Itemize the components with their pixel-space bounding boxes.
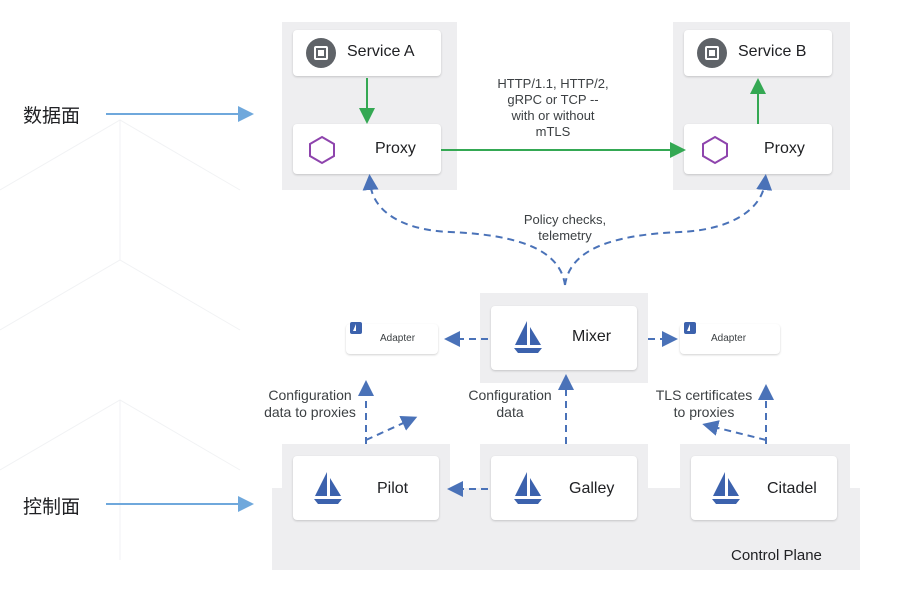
pilot-card: Pilot <box>293 456 439 520</box>
istio-sail-icon <box>514 472 542 504</box>
control-plane-side-label: 控制面 <box>23 496 81 518</box>
tls-label: TLS certificates to proxies <box>655 387 753 420</box>
adapter-right-label: Adapter <box>711 333 747 344</box>
service-a-card: Service A <box>293 30 441 76</box>
config-proxies-label: Configuration data to proxies <box>264 387 356 420</box>
policy-label: Policy checks, telemetry <box>523 212 607 243</box>
config-label: Configuration data <box>468 387 552 420</box>
citadel-label: Citadel <box>767 480 817 497</box>
mixer-card: Mixer <box>491 306 637 370</box>
proxy-hexagon-icon <box>309 135 335 165</box>
proxy-right-label: Proxy <box>764 140 805 157</box>
adapter-icon <box>350 322 362 334</box>
adapter-left-card: Adapter <box>346 322 438 354</box>
galley-card: Galley <box>491 456 637 520</box>
pilot-label: Pilot <box>377 480 409 497</box>
chip-icon <box>697 38 727 68</box>
galley-label: Galley <box>569 480 615 497</box>
control-plane-title: Control Plane <box>731 547 822 564</box>
adapter-icon <box>684 322 696 334</box>
protocol-label: HTTP/1.1, HTTP/2, gRPC or TCP -- with or… <box>497 76 609 139</box>
service-b-label: Service B <box>738 43 807 60</box>
istio-sail-icon <box>514 321 542 353</box>
service-b-card: Service B <box>684 30 832 76</box>
proxy-hexagon-icon <box>702 135 728 165</box>
proxy-left-label: Proxy <box>375 140 416 157</box>
pilot-diagonal-arrow <box>365 416 418 441</box>
mixer-to-left-proxy-curve <box>362 174 566 286</box>
chip-icon <box>306 38 336 68</box>
proxy-left-card: Proxy <box>293 124 441 174</box>
istio-sail-icon <box>712 472 740 504</box>
citadel-diagonal-arrow <box>702 420 767 441</box>
adapter-right-card: Adapter <box>680 322 780 354</box>
citadel-card: Citadel <box>691 456 837 520</box>
istio-sail-icon <box>314 472 342 504</box>
proxy-right-card: Proxy <box>684 124 832 174</box>
data-plane-side-label: 数据面 <box>23 105 81 127</box>
mixer-label: Mixer <box>572 328 612 345</box>
adapter-left-label: Adapter <box>380 333 416 344</box>
service-a-label: Service A <box>347 43 415 60</box>
mixer-to-right-proxy-curve <box>564 174 773 286</box>
